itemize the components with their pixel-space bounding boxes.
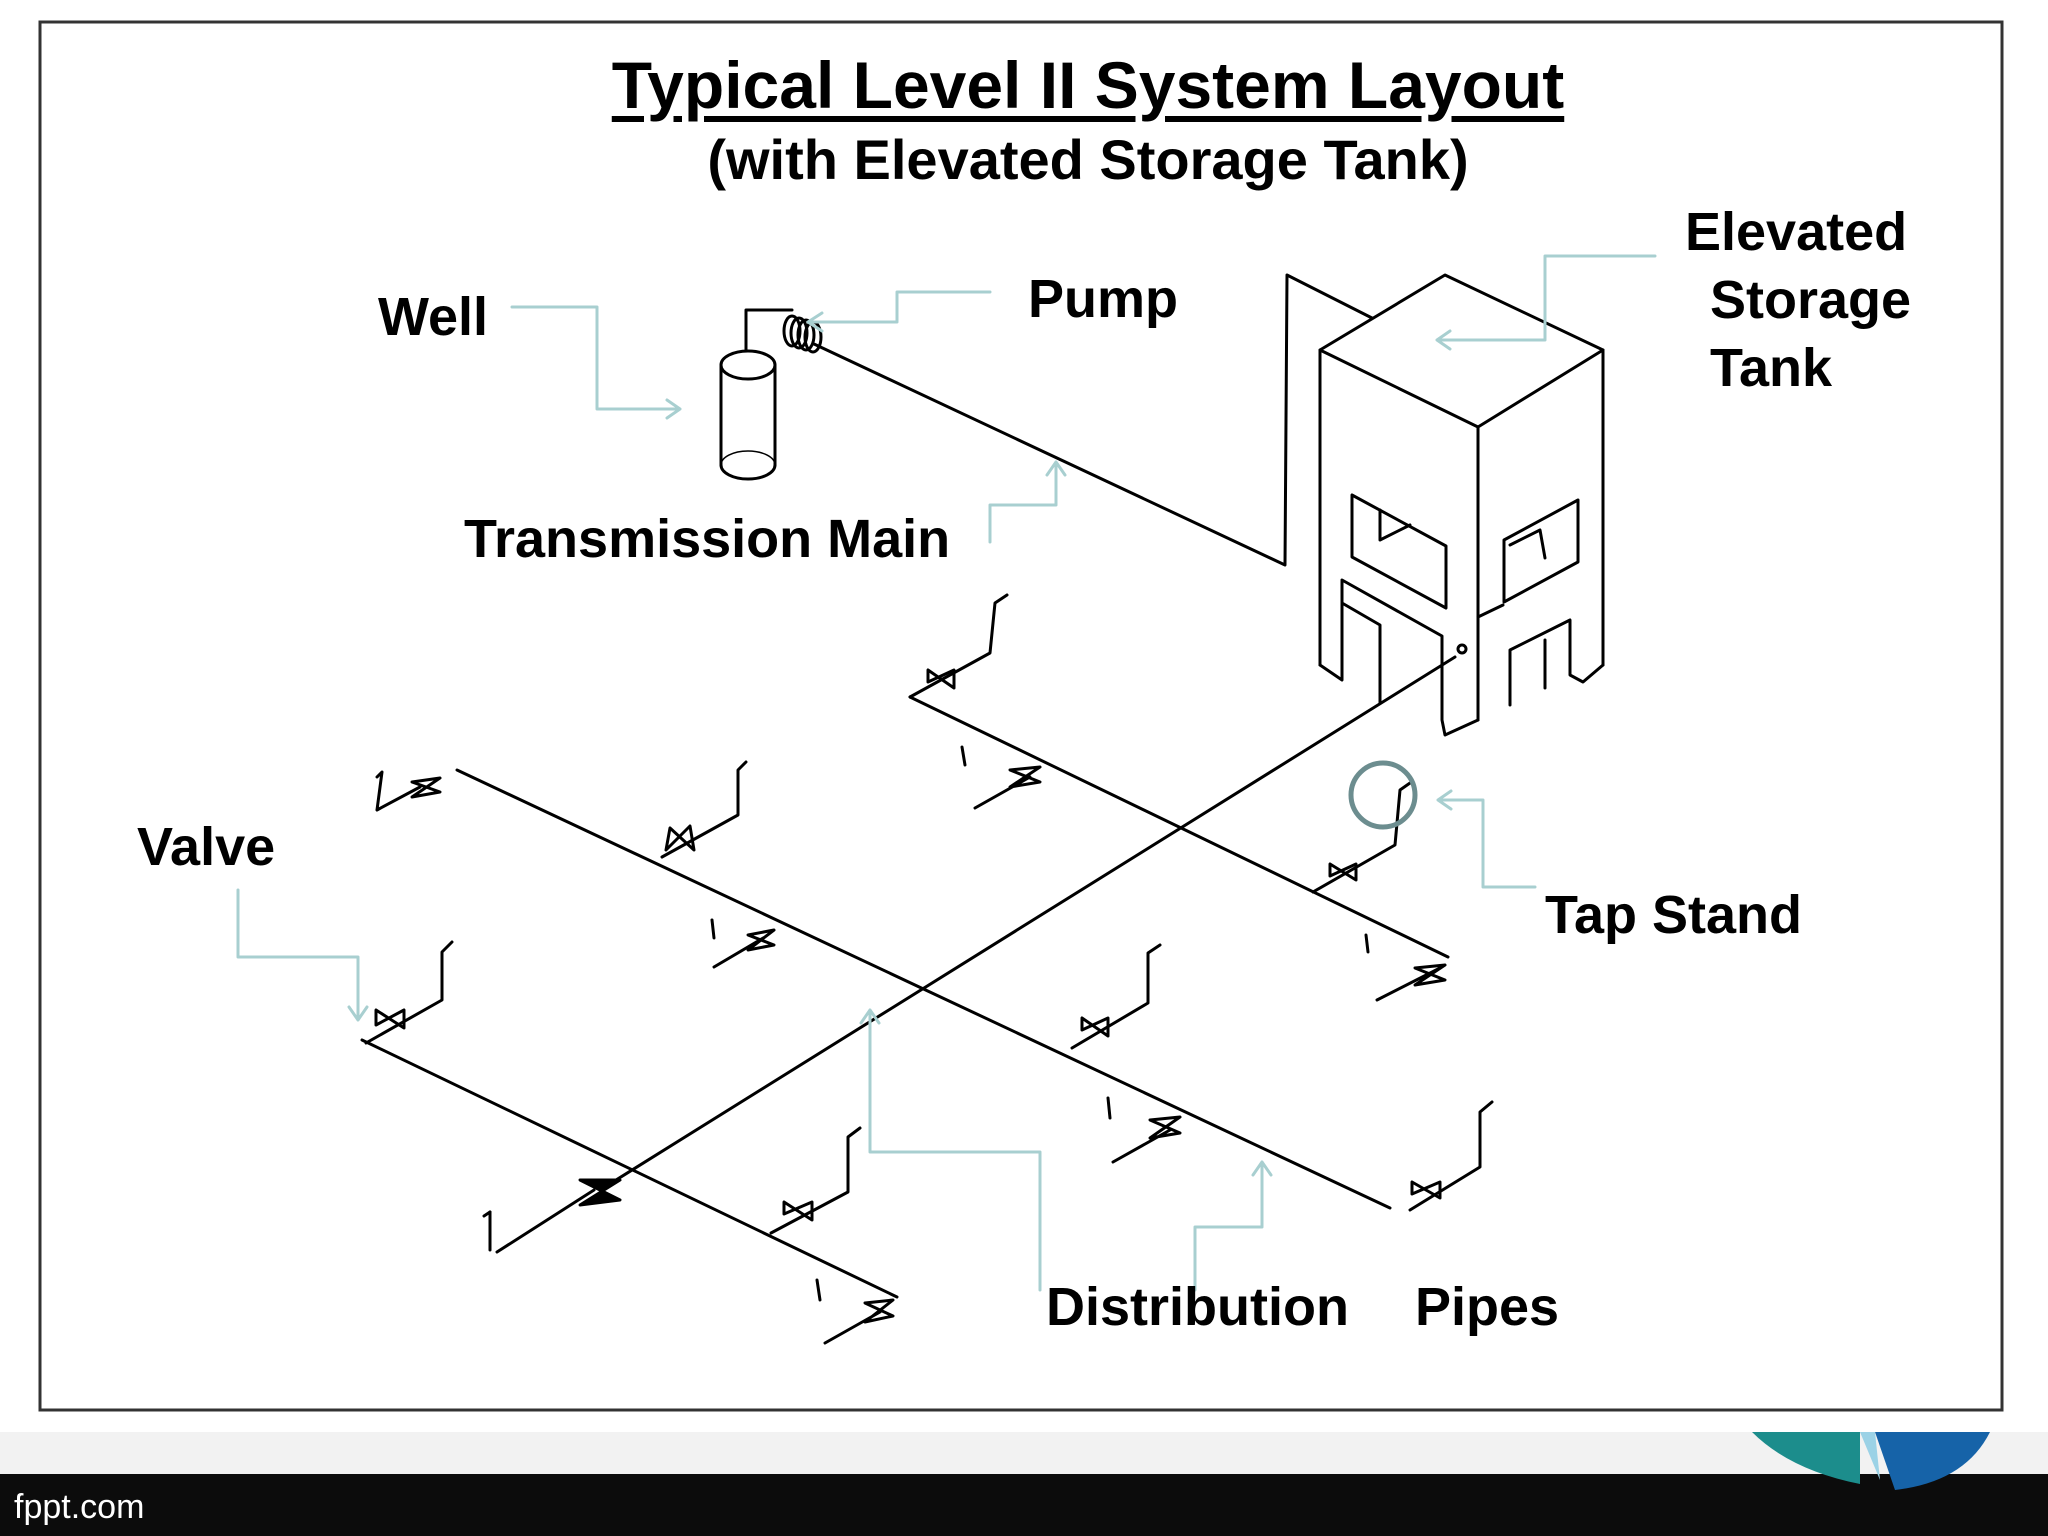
- distribution-callout-arrow-left: [859, 1008, 1042, 1292]
- tap-stand-label: Tap Stand: [1545, 885, 1803, 945]
- well-callout-arrow: [510, 305, 682, 420]
- pump-label: Pump: [1028, 269, 1179, 329]
- page-title: Typical Level II System Layout: [611, 48, 1565, 122]
- brand-logo-icon: [1752, 1432, 1990, 1490]
- tank-callout-arrow: [1435, 254, 1657, 351]
- elevated-label: Elevated: [1685, 202, 1908, 262]
- tank-label: Tank: [1710, 338, 1833, 398]
- diagram-frame: [38, 20, 2004, 1412]
- transmission-main-label: Transmission Main: [464, 509, 951, 569]
- valve-icons: [364, 593, 1494, 1345]
- tap-stand-callout-arrow: [1436, 789, 1537, 889]
- pump-callout-arrow: [806, 290, 992, 333]
- page-subtitle: (with Elevated Storage Tank): [707, 128, 1469, 191]
- distribution-pipes: [360, 655, 1457, 1299]
- distribution-callout-arrow-right: [1193, 1160, 1273, 1292]
- footer-bar: [0, 1474, 2048, 1536]
- transmission-main-callout-arrow: [988, 460, 1067, 544]
- valve-label: Valve: [137, 817, 276, 877]
- footer-site-text: fppt.com: [14, 1488, 145, 1526]
- pipes-label: Pipes: [1415, 1277, 1560, 1337]
- tap-stand-highlight-circle: [1348, 760, 1418, 830]
- well-label: Well: [378, 287, 489, 347]
- distribution-label: Distribution: [1046, 1277, 1349, 1337]
- valve-callout-arrow: [236, 888, 369, 1022]
- footer-white-band: [0, 1432, 2048, 1474]
- storage-label: Storage: [1710, 270, 1912, 330]
- well-icon: [719, 308, 794, 481]
- elevated-storage-tank-icon: [1318, 273, 1605, 737]
- transmission-main-pipe: [812, 273, 1374, 567]
